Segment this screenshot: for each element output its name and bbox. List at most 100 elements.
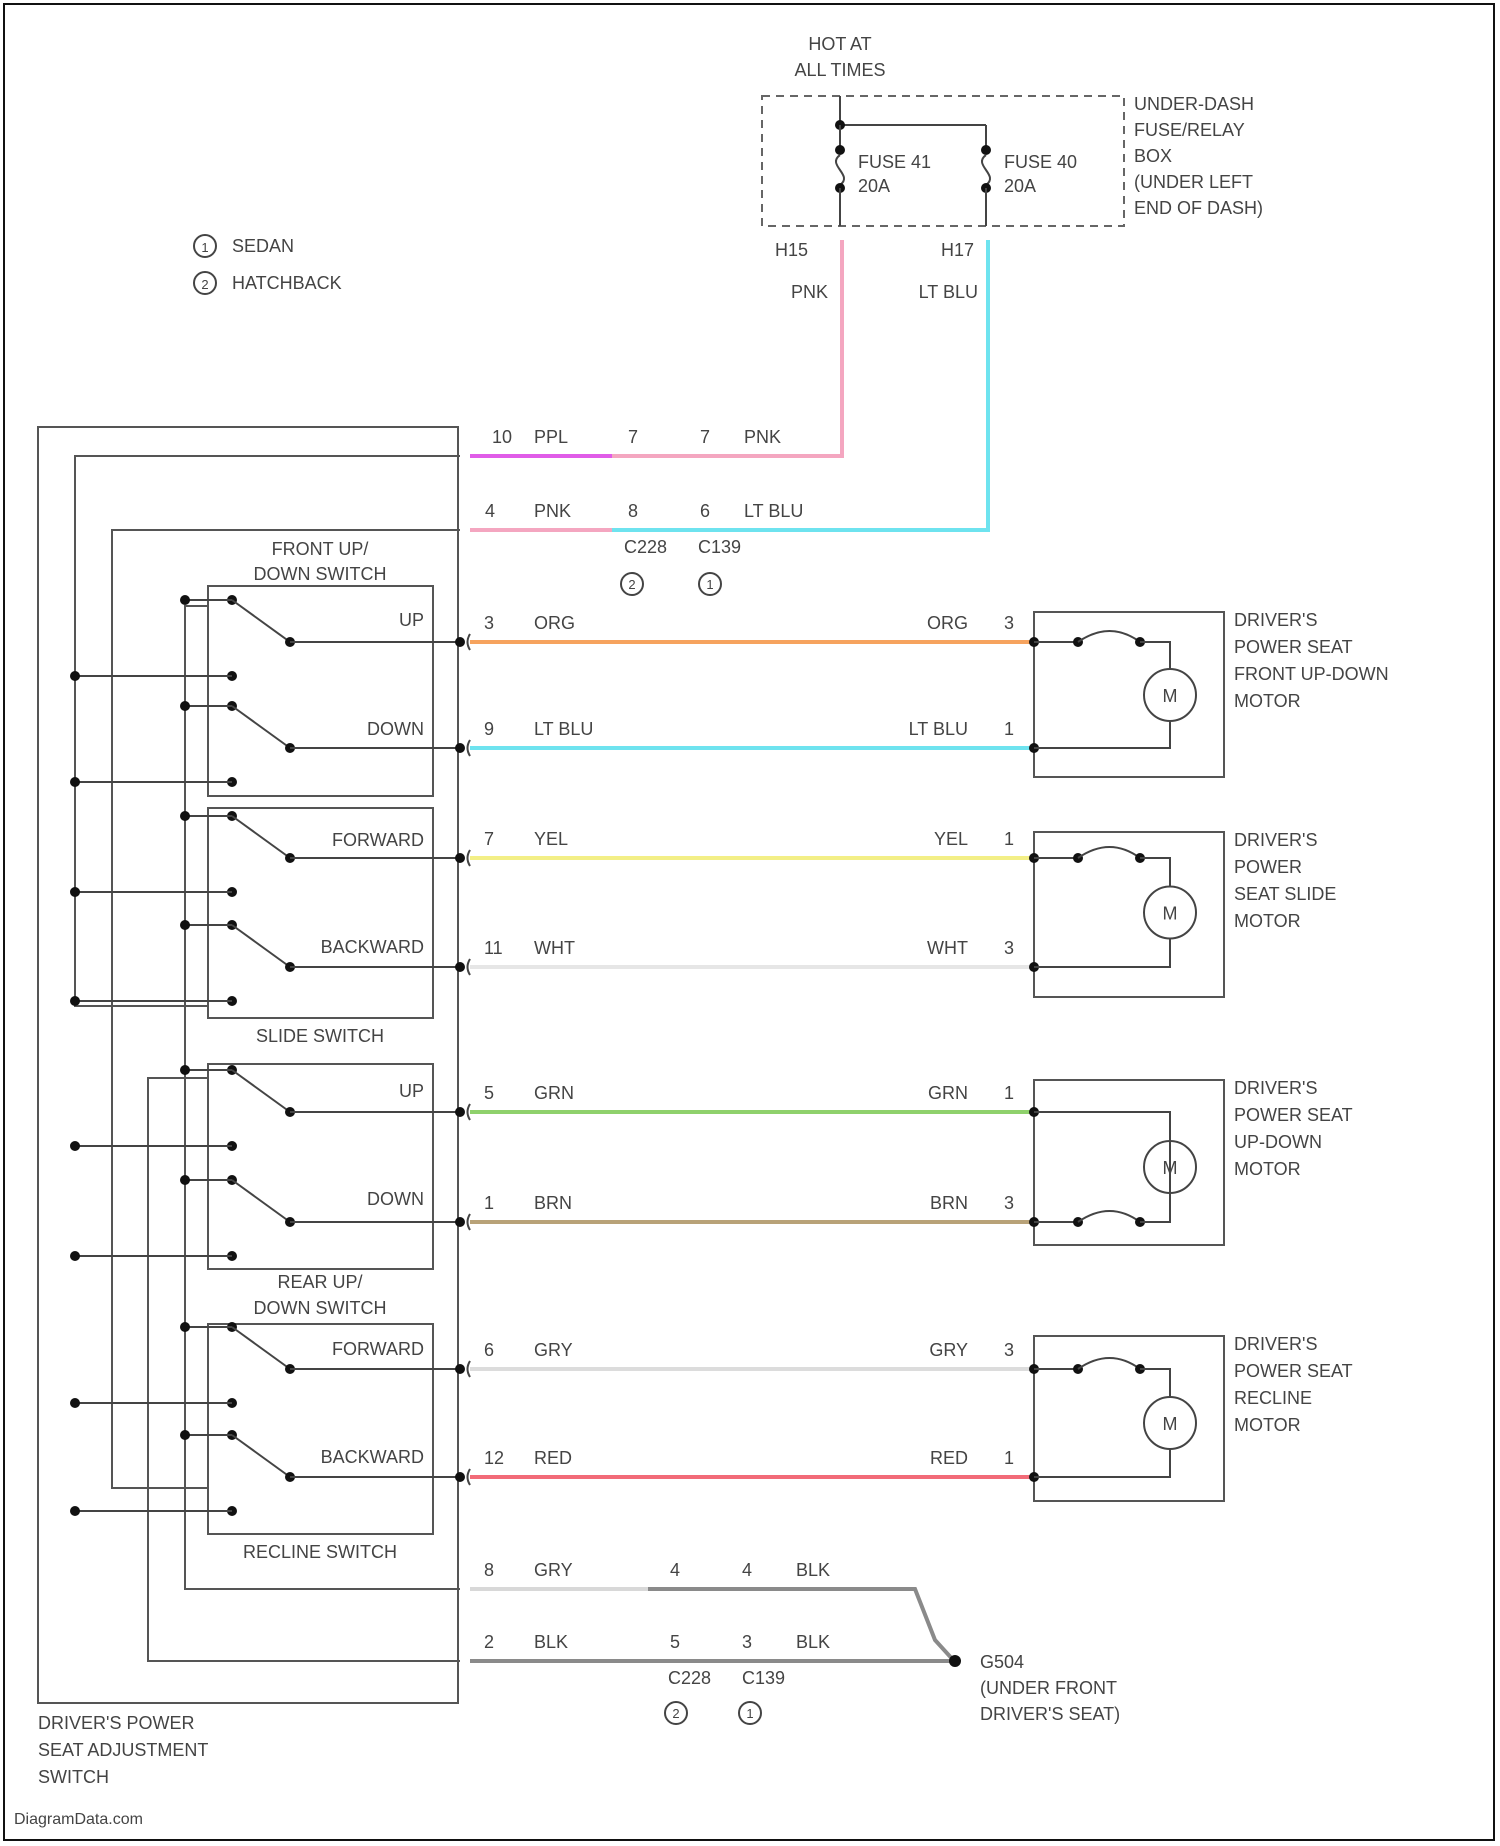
switch-terminal <box>455 962 465 972</box>
rear-switch-label-2: DOWN SWITCH <box>254 1298 387 1318</box>
switch-terminal <box>455 1364 465 1374</box>
motor-label-line: UP-DOWN <box>1234 1132 1322 1152</box>
switch-wire-color: GRY <box>534 1340 573 1360</box>
switch-blade <box>232 600 290 642</box>
circuit-breaker <box>1078 1211 1140 1222</box>
connector-mark <box>468 740 471 756</box>
position-forward-recline: FORWARD <box>332 1339 424 1359</box>
connector-mark <box>468 1469 471 1485</box>
motor-pin: 3 <box>1004 1340 1014 1360</box>
fuse-40-rating: 20A <box>1004 176 1036 196</box>
circuit-breaker <box>1078 1358 1140 1369</box>
motor-pin: 1 <box>1004 1448 1014 1468</box>
position-backward-slide: BACKWARD <box>321 937 424 957</box>
front-switch-label-1: FRONT UP/ <box>272 539 369 559</box>
switch-wire-color: RED <box>534 1448 572 1468</box>
switch-wire-color: LT BLU <box>534 719 593 739</box>
switch-pin: 1 <box>484 1193 494 1213</box>
motor-symbol-letter: M <box>1163 1414 1178 1434</box>
motor-label-line: RECLINE <box>1234 1388 1312 1408</box>
motor-label-line: MOTOR <box>1234 1415 1301 1435</box>
switch-wire-color: WHT <box>534 938 575 958</box>
position-up-rear: UP <box>399 1081 424 1101</box>
bottom-connector-1: C228 <box>668 1668 711 1688</box>
switch-pin: 6 <box>484 1340 494 1360</box>
supply-2-mid-color: LT BLU <box>744 501 803 521</box>
fuse-box-line-2: FUSE/RELAY <box>1134 120 1245 140</box>
motor-label-line: MOTOR <box>1234 911 1301 931</box>
circuit-breaker <box>1078 847 1140 858</box>
motor-pin: 1 <box>1004 1083 1014 1103</box>
bottom-connector-2: C139 <box>742 1668 785 1688</box>
supply-1-connector-pin: 7 <box>628 427 638 447</box>
switch-blade <box>232 1180 290 1222</box>
switch-blade <box>232 1435 290 1477</box>
switch-wire-color: YEL <box>534 829 568 849</box>
connector-mark <box>468 850 471 866</box>
ground-location-2: DRIVER'S SEAT) <box>980 1704 1120 1724</box>
supply-2-connector-pin: 8 <box>628 501 638 521</box>
ground-2-pin: 2 <box>484 1632 494 1652</box>
motor-wire-color: WHT <box>927 938 968 958</box>
motor-label-line: POWER <box>1234 857 1302 877</box>
supply-2-pin: 4 <box>485 501 495 521</box>
fuse-40-pin: H17 <box>941 240 974 260</box>
ground-wiring: 8 GRY 4 4 BLK 2 BLK 5 3 BLK C228 C139 2 … <box>470 1560 1120 1724</box>
motor-label-line: FRONT UP-DOWN <box>1234 664 1389 684</box>
switch-terminal <box>455 1107 465 1117</box>
fuse-box-line-4: (UNDER LEFT <box>1134 172 1253 192</box>
switch-blade <box>232 816 290 858</box>
motor-wire-color: GRN <box>928 1083 968 1103</box>
switch-label-1: DRIVER'S POWER <box>38 1713 194 1733</box>
power-source: HOT AT ALL TIMES FUSE 41 20A FUSE 40 20A <box>762 34 1263 302</box>
svg-text:1: 1 <box>201 240 208 255</box>
motor-pin: 3 <box>1004 938 1014 958</box>
svg-text:1: 1 <box>746 1706 753 1721</box>
svg-text:2: 2 <box>201 277 208 292</box>
fuse-box-line-1: UNDER-DASH <box>1134 94 1254 114</box>
ground-2-color: BLK <box>534 1632 568 1652</box>
fuse-41: FUSE 41 20A <box>835 125 931 226</box>
all-times-label: ALL TIMES <box>794 60 885 80</box>
motor-wiring: 3ORGORG39LT BLULT BLU17YELYEL111WHTWHT35… <box>455 613 1030 1485</box>
connector-mark <box>468 959 471 975</box>
motor-wire-color: LT BLU <box>909 719 968 739</box>
seat-adjustment-switch: FRONT UP/ DOWN SWITCH SLIDE SWITCH REAR … <box>38 427 460 1787</box>
fuse-40: FUSE 40 20A <box>981 125 1077 226</box>
switch-pin: 5 <box>484 1083 494 1103</box>
motor-symbol-letter: M <box>1163 686 1178 706</box>
switch-wire-color: GRN <box>534 1083 574 1103</box>
motor-4: MDRIVER'SPOWER SEATRECLINEMOTOR <box>1029 1334 1353 1501</box>
rear-switch-label-1: REAR UP/ <box>277 1272 362 1292</box>
supply-0b-wire <box>612 240 842 456</box>
connector-mark <box>468 634 471 650</box>
motor-label-line: POWER SEAT <box>1234 637 1353 657</box>
switch-terminal <box>455 637 465 647</box>
switch-pin: 3 <box>484 613 494 633</box>
ground-2-connector-pin-2: 3 <box>742 1632 752 1652</box>
motor-pin: 3 <box>1004 1193 1014 1213</box>
ground-point <box>949 1655 961 1667</box>
switch-terminal <box>455 1472 465 1482</box>
motor-wire-color: GRY <box>929 1340 968 1360</box>
fuse-41-wire-color: PNK <box>791 282 828 302</box>
motor-symbol-letter: M <box>1163 904 1178 924</box>
position-down-front: DOWN <box>367 719 424 739</box>
svg-text:2: 2 <box>628 577 635 592</box>
switch-wire-color: BRN <box>534 1193 572 1213</box>
legend: 1 SEDAN 2 HATCHBACK <box>194 235 342 294</box>
motor-label-line: POWER SEAT <box>1234 1361 1353 1381</box>
watermark: DiagramData.com <box>14 1811 143 1828</box>
ground-location-1: (UNDER FRONT <box>980 1678 1117 1698</box>
supply-1-mid-color: PNK <box>744 427 781 447</box>
switch-pin: 11 <box>484 938 503 958</box>
supply-1-connector-pin-2: 7 <box>700 427 710 447</box>
motor-label-line: MOTOR <box>1234 691 1301 711</box>
fuse-41-name: FUSE 41 <box>858 152 931 172</box>
connector-mark <box>468 1361 471 1377</box>
position-up-front: UP <box>399 610 424 630</box>
ground-2-mid-color: BLK <box>796 1632 830 1652</box>
ground-1-pin: 8 <box>484 1560 494 1580</box>
